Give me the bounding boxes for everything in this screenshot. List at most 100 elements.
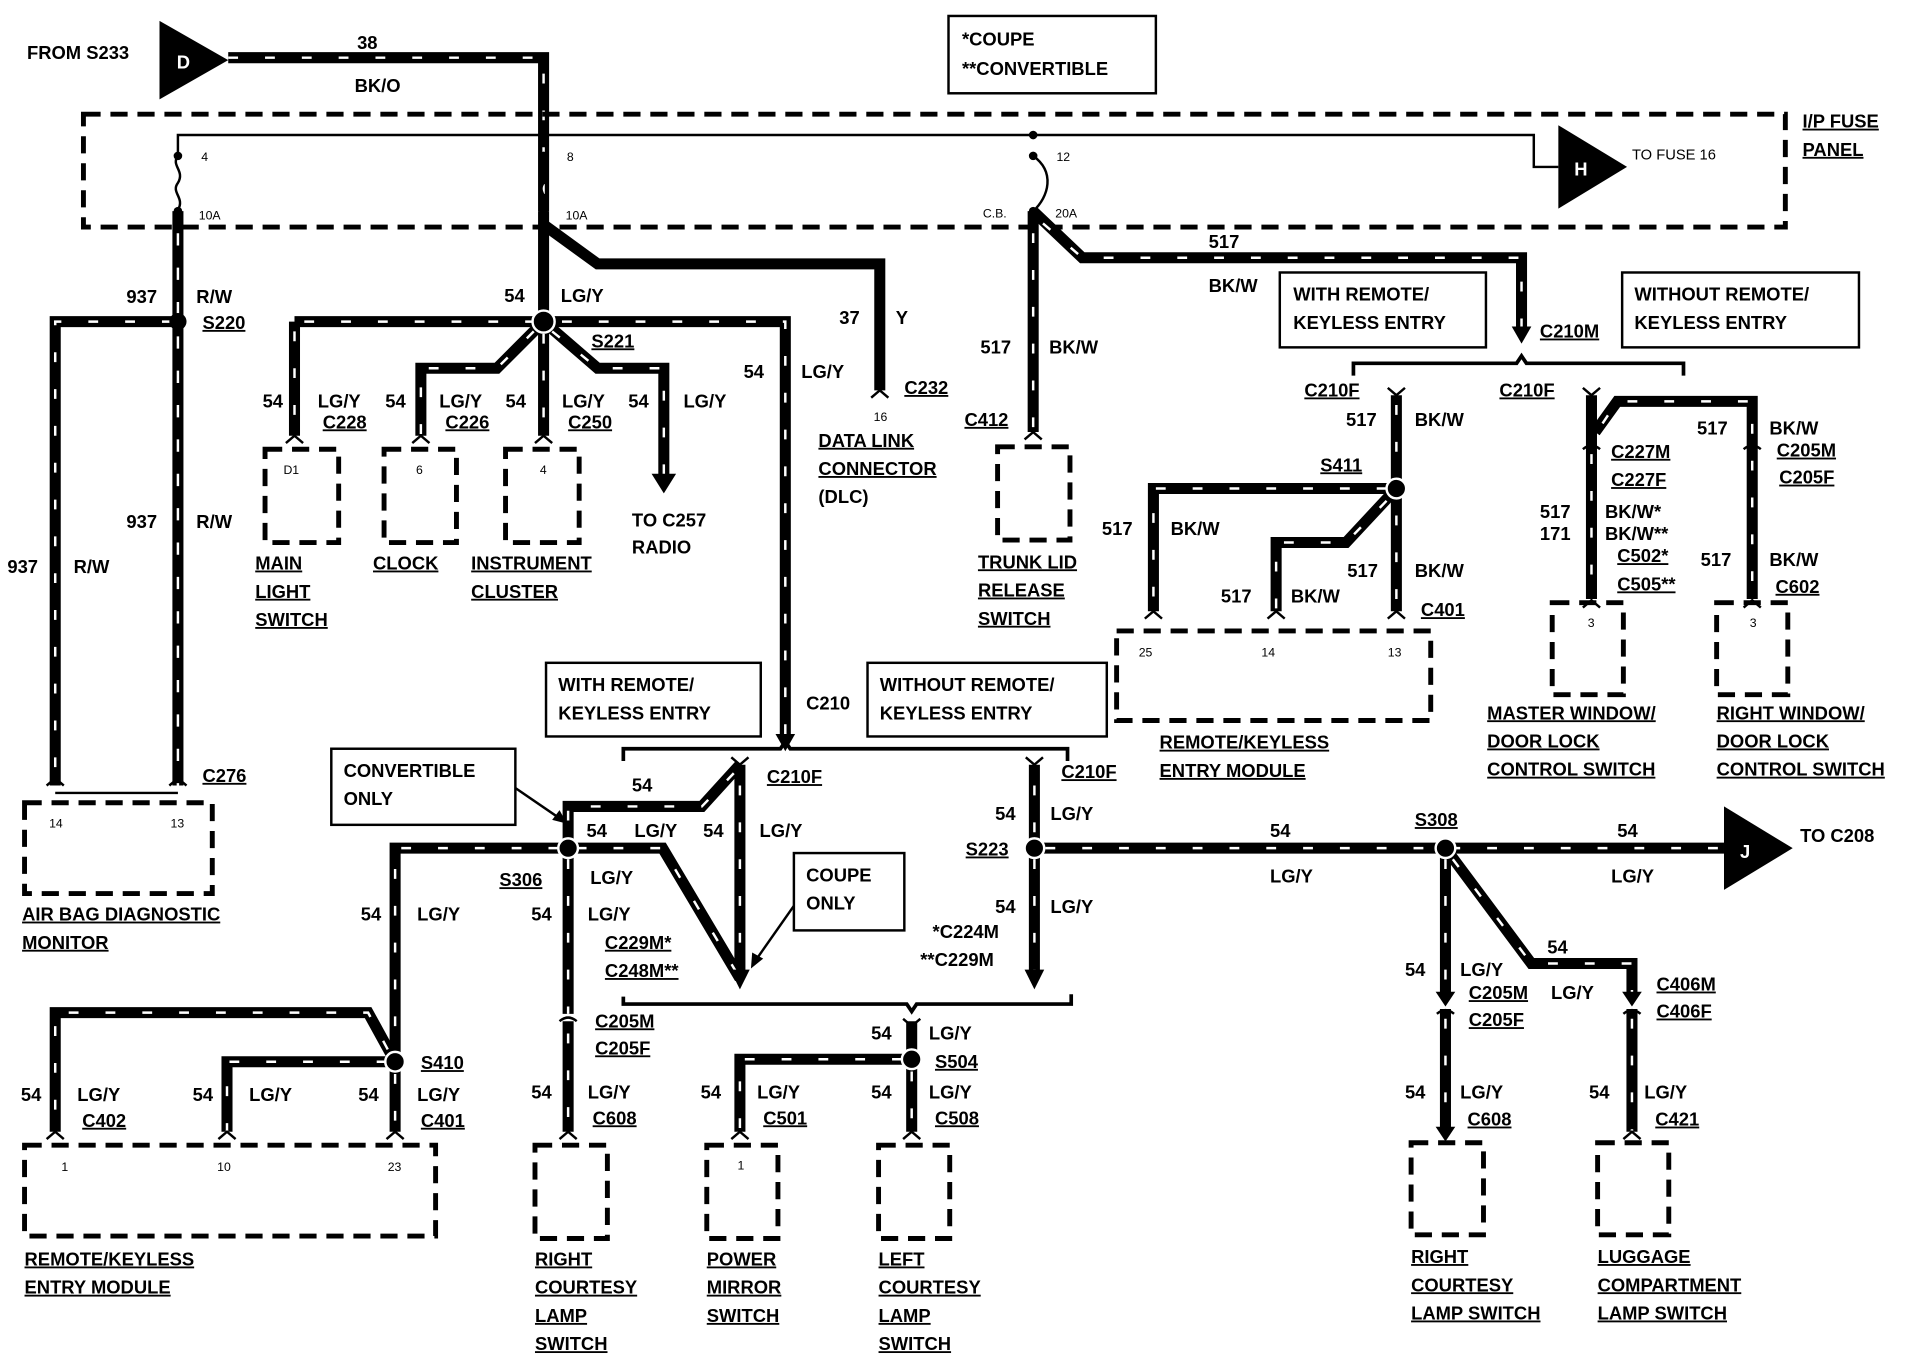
lc-label-3: LAMP — [879, 1305, 931, 1326]
radio-label-2: RADIO — [632, 537, 691, 558]
pm-label-1: POWER — [707, 1248, 776, 1269]
connector-c505-label: C505** — [1617, 573, 1676, 594]
fuse-4-rating: 10A — [199, 209, 222, 223]
rcl-left-label-3: LAMP — [535, 1305, 587, 1326]
right-window-wire-number-2: 517 — [1701, 549, 1732, 570]
rke-lower-pin-23: 23 — [388, 1160, 402, 1174]
trunk-label-2: RELEASE — [978, 580, 1065, 601]
airbag-pin-14: 14 — [49, 816, 63, 830]
splice-s410-label: S410 — [421, 1052, 464, 1073]
without-rke-box-upper — [1620, 271, 1861, 349]
c210-wire-color: LG/Y — [801, 361, 844, 382]
rke-pin14-wire-color: BK/W — [1291, 586, 1341, 607]
connector-c412-icon — [1023, 430, 1043, 441]
s308-branch-wire-color: LG/Y — [1551, 982, 1594, 1003]
connector-c228-label: C228 — [323, 411, 367, 432]
connector-c205m-left-label: C205M — [595, 1010, 654, 1031]
connector-c608-right-label: C608 — [1468, 1109, 1512, 1130]
ic-wire-color: LG/Y — [562, 391, 605, 412]
connector-h-triangle-icon — [1558, 125, 1628, 209]
rc-right-wire-color: LG/Y — [1460, 1082, 1503, 1103]
c229-lower-brace — [621, 994, 1074, 1015]
wire-54-c210-lower — [389, 760, 746, 1062]
trunk-wire-color: BK/W — [1049, 336, 1099, 357]
c210f-upper-b-icon — [1582, 386, 1601, 397]
rcl-left-wire-color: LG/Y — [588, 1082, 631, 1103]
s223-wire-number-2: 54 — [995, 896, 1016, 917]
rke-module-upper-box — [1114, 628, 1434, 723]
without-rke-lower-2: KEYLESS ENTRY — [880, 702, 1033, 723]
trunk-wire-number: 517 — [980, 336, 1011, 357]
legend-coupe: *COUPE — [962, 28, 1035, 49]
master-window-label-2: DOOR LOCK — [1487, 731, 1600, 752]
luggage-label-1: LUGGAGE — [1598, 1246, 1691, 1267]
rke-pin-25: 25 — [1139, 646, 1153, 660]
main-light-switch-box — [262, 446, 342, 545]
c210-upper-brace — [1351, 352, 1686, 376]
ic-wire-number: 54 — [506, 391, 527, 412]
connector-c402-label: C402 — [82, 1110, 126, 1131]
s306-down-wire-color: LG/Y — [588, 904, 631, 925]
c210m-arrow-icon — [1511, 326, 1532, 344]
right-window-label-3: CONTROL SWITCH — [1717, 759, 1885, 780]
c210f-upper-a-icon — [1386, 386, 1406, 397]
connector-c232-label: C232 — [904, 377, 948, 398]
fuse-4-icon — [173, 151, 183, 216]
s410-feed-wire-number: 54 — [361, 904, 382, 925]
s221-connector-icons — [285, 434, 553, 445]
without-rke-lower-1: WITHOUT REMOTE/ — [880, 674, 1055, 695]
wire-937-color-3: R/W — [74, 556, 110, 577]
rc-right-wire-number: 54 — [1405, 1082, 1426, 1103]
connector-c205f-right-label: C205F — [1469, 1009, 1524, 1030]
rke-pin25-wire-color: BK/W — [1171, 518, 1221, 539]
s410-c-wire-number: 54 — [358, 1084, 379, 1105]
trunk-switch-box — [995, 444, 1073, 543]
d-marker: D — [177, 52, 190, 73]
wire-937-color-1: R/W — [196, 286, 232, 307]
rcl-left-label-1: RIGHT — [535, 1248, 593, 1269]
coupe-wire-color: LG/Y — [760, 820, 803, 841]
wire-38-color: BK/O — [355, 75, 401, 96]
wire-54-s504 — [734, 1021, 918, 1132]
with-rke-upper-1: WITH REMOTE/ — [1293, 284, 1429, 305]
pm-wire-number: 54 — [701, 1082, 722, 1103]
airbag-monitor-box — [22, 800, 215, 897]
splice-s504-label: S504 — [935, 1051, 979, 1072]
master-wire-color-2: BK/W** — [1605, 523, 1669, 544]
rke-pin13-wire-number: 517 — [1347, 560, 1378, 581]
coupe-pointer-arrow-icon — [750, 952, 764, 969]
splice-s223-icon — [1023, 837, 1046, 860]
s410-c-wire-color: LG/Y — [417, 1084, 460, 1105]
connector-j-triangle-icon — [1723, 806, 1793, 890]
mls-label-2: LIGHT — [255, 581, 311, 602]
breaker-rating: 20A — [1055, 206, 1078, 220]
connector-c501-label: C501 — [763, 1107, 807, 1128]
with-rke-box-lower — [544, 661, 762, 738]
c210-wire-number: 54 — [744, 361, 765, 382]
lc-wire-color: LG/Y — [929, 1082, 972, 1103]
s504-connector-icons — [730, 1130, 922, 1140]
rke-module-upper-label-1: REMOTE/KEYLESS — [1160, 732, 1330, 753]
connector-c226-label: C226 — [445, 411, 489, 432]
ic-label-2: CLUSTER — [471, 581, 558, 602]
rc-right-box — [1408, 1140, 1486, 1238]
splice-s411-label: S411 — [1320, 454, 1362, 475]
s411-wire-color: BK/W — [1415, 409, 1465, 430]
connector-c276-icon — [45, 776, 188, 795]
s306-top-wire-number: 54 — [632, 775, 653, 796]
right-window-wire-color-2: BK/W — [1769, 549, 1819, 570]
breaker-12-number: 12 — [1056, 150, 1070, 164]
connector-c421-label: C421 — [1655, 1109, 1699, 1130]
connector-c401-lower-label: C401 — [421, 1110, 465, 1131]
s308-left-wire-color: LG/Y — [1270, 866, 1313, 887]
connector-c210m-label: C210M — [1540, 321, 1599, 342]
luggage-box — [1595, 1140, 1672, 1238]
rcl-left-label-4: SWITCH — [535, 1333, 608, 1354]
c406m-arrow-icon — [1622, 991, 1642, 1007]
convertible-only-2: ONLY — [344, 788, 393, 809]
radio-label-1: TO C257 — [632, 510, 706, 531]
connector-c205f-left-label: C205F — [595, 1037, 650, 1058]
rke-pin13-wire-color: BK/W — [1415, 560, 1465, 581]
mls-label-1: MAIN — [255, 553, 302, 574]
dlc-label-1: DATA LINK — [818, 430, 914, 451]
